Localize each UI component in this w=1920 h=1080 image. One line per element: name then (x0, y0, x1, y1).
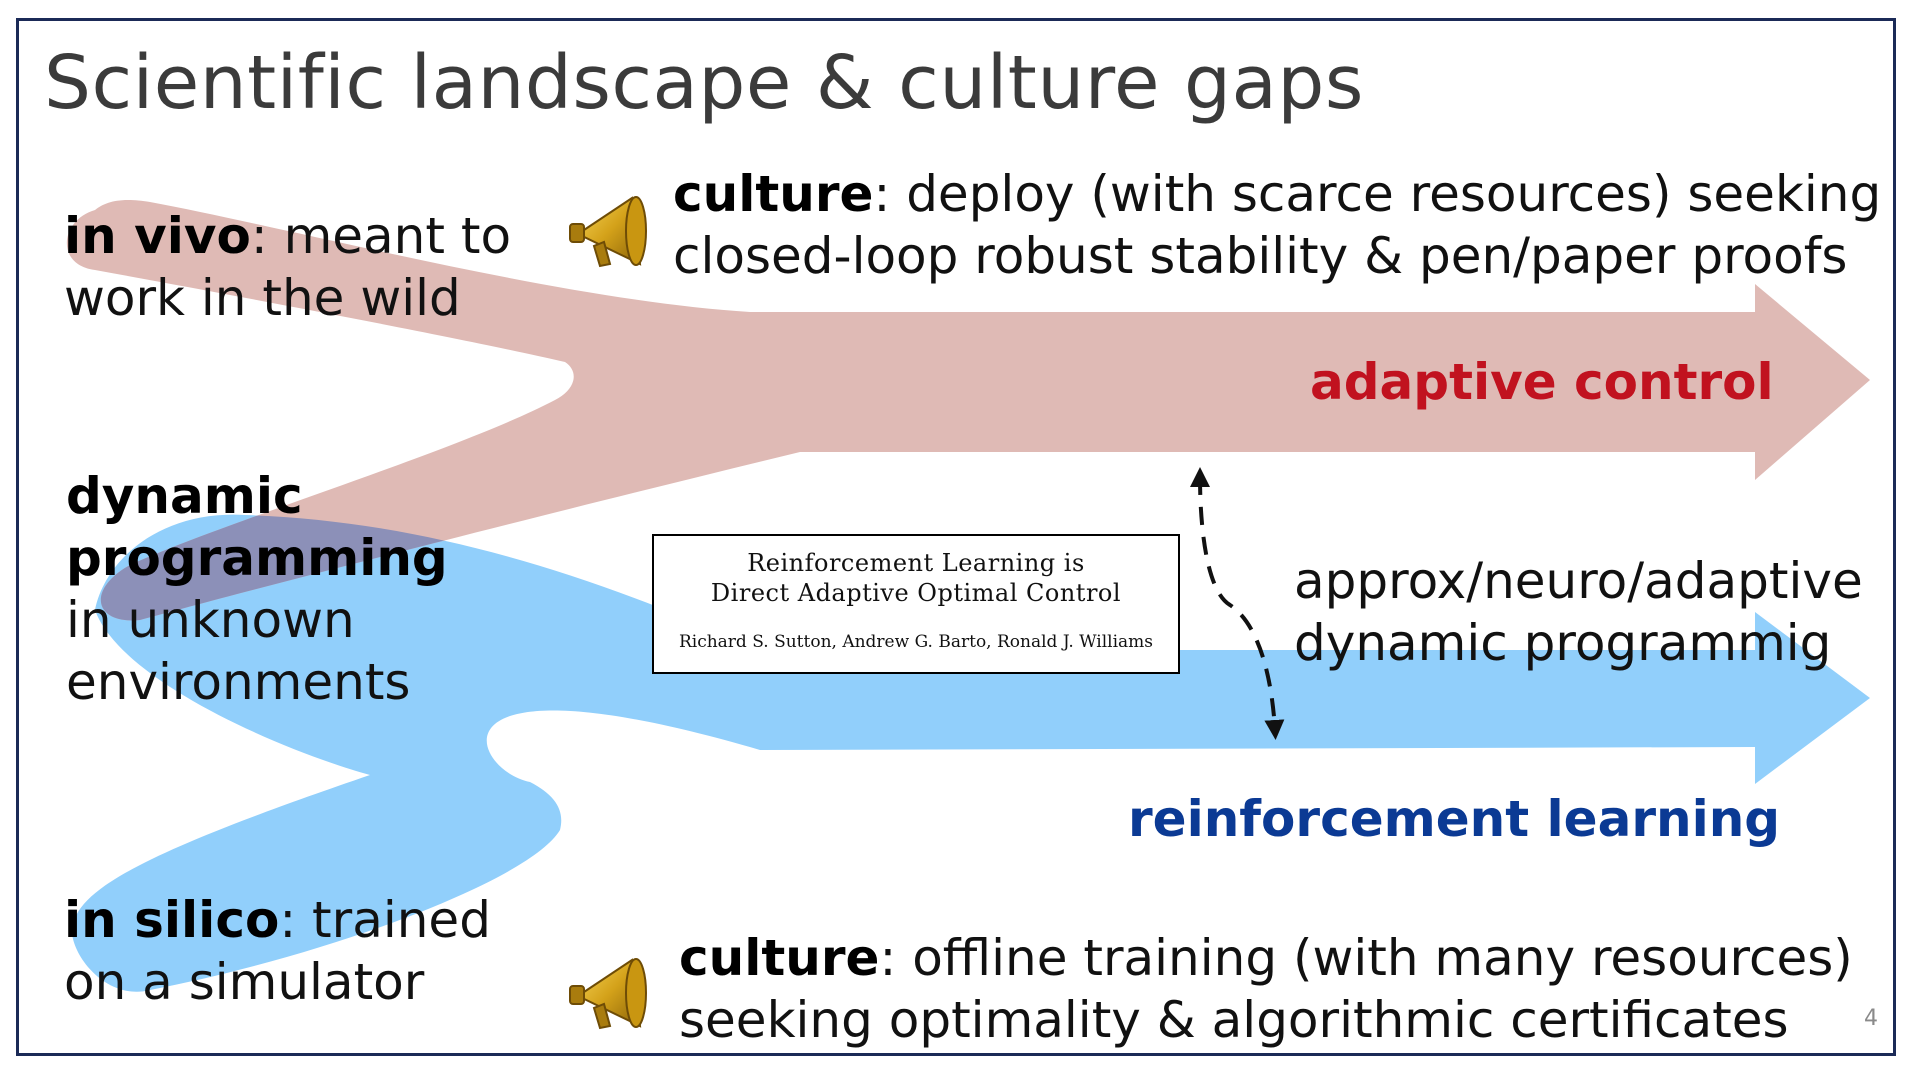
adaptive-control-arrow (66, 199, 1870, 621)
dp-bold-line1: dynamic (66, 467, 303, 525)
culture-bottom-text: culture: offline training (with many res… (679, 927, 1853, 1051)
paper-authors: Richard S. Sutton, Andrew G. Barto, Rona… (678, 632, 1154, 652)
dp-line4: environments (66, 653, 411, 711)
in-silico-bold: in silico (64, 891, 280, 949)
page-number: 4 (1864, 1006, 1878, 1031)
megaphone-icon (569, 196, 647, 268)
culture-bottom-bold: culture (679, 929, 880, 987)
approx-dp-note: approx/neuro/adaptive dynamic programmig (1294, 550, 1863, 674)
reinforcement-learning-arrow (71, 514, 1871, 992)
culture-top-line2: closed-loop robust stability & pen/paper… (673, 227, 1848, 285)
paper-title-line2: Direct Adaptive Optimal Control (710, 579, 1122, 607)
culture-top-text: culture: deploy (with scarce resources) … (673, 163, 1881, 287)
paper-reference-box: Reinforcement Learning is Direct Adaptiv… (652, 534, 1180, 674)
reinforcement-learning-label: reinforcement learning (1128, 790, 1781, 848)
paper-title-line1: Reinforcement Learning is (747, 549, 1085, 577)
adaptive-control-label: adaptive control (1310, 353, 1774, 411)
in-vivo-label: in vivo: meant to work in the wild (64, 205, 511, 329)
in-silico-line2: on a simulator (64, 953, 425, 1011)
slide-frame (16, 18, 1896, 1056)
in-vivo-bold: in vivo (64, 207, 251, 265)
dp-line3: in unknown (66, 591, 355, 649)
in-vivo-line2: work in the wild (64, 269, 461, 327)
megaphone-icon (569, 958, 647, 1030)
dynamic-programming-label: dynamic programming in unknown environme… (66, 465, 448, 713)
approx-dp-line1: approx/neuro/adaptive (1294, 552, 1863, 610)
slide-title: Scientific landscape & culture gaps (44, 40, 1364, 126)
dashed-link-arrow (1190, 467, 1285, 740)
in-silico-label: in silico: trained on a simulator (64, 889, 491, 1013)
culture-top-bold: culture (673, 165, 874, 223)
dp-bold-line2: programming (66, 529, 448, 587)
approx-dp-line2: dynamic programmig (1294, 614, 1832, 672)
in-silico-rest: : trained (279, 891, 491, 949)
culture-bottom-rest: : offline training (with many resources) (879, 929, 1853, 987)
culture-bottom-line2: seeking optimality & algorithmic certifi… (679, 991, 1789, 1049)
in-vivo-rest: : meant to (250, 207, 512, 265)
culture-top-rest: : deploy (with scarce resources) seeking (873, 165, 1882, 223)
